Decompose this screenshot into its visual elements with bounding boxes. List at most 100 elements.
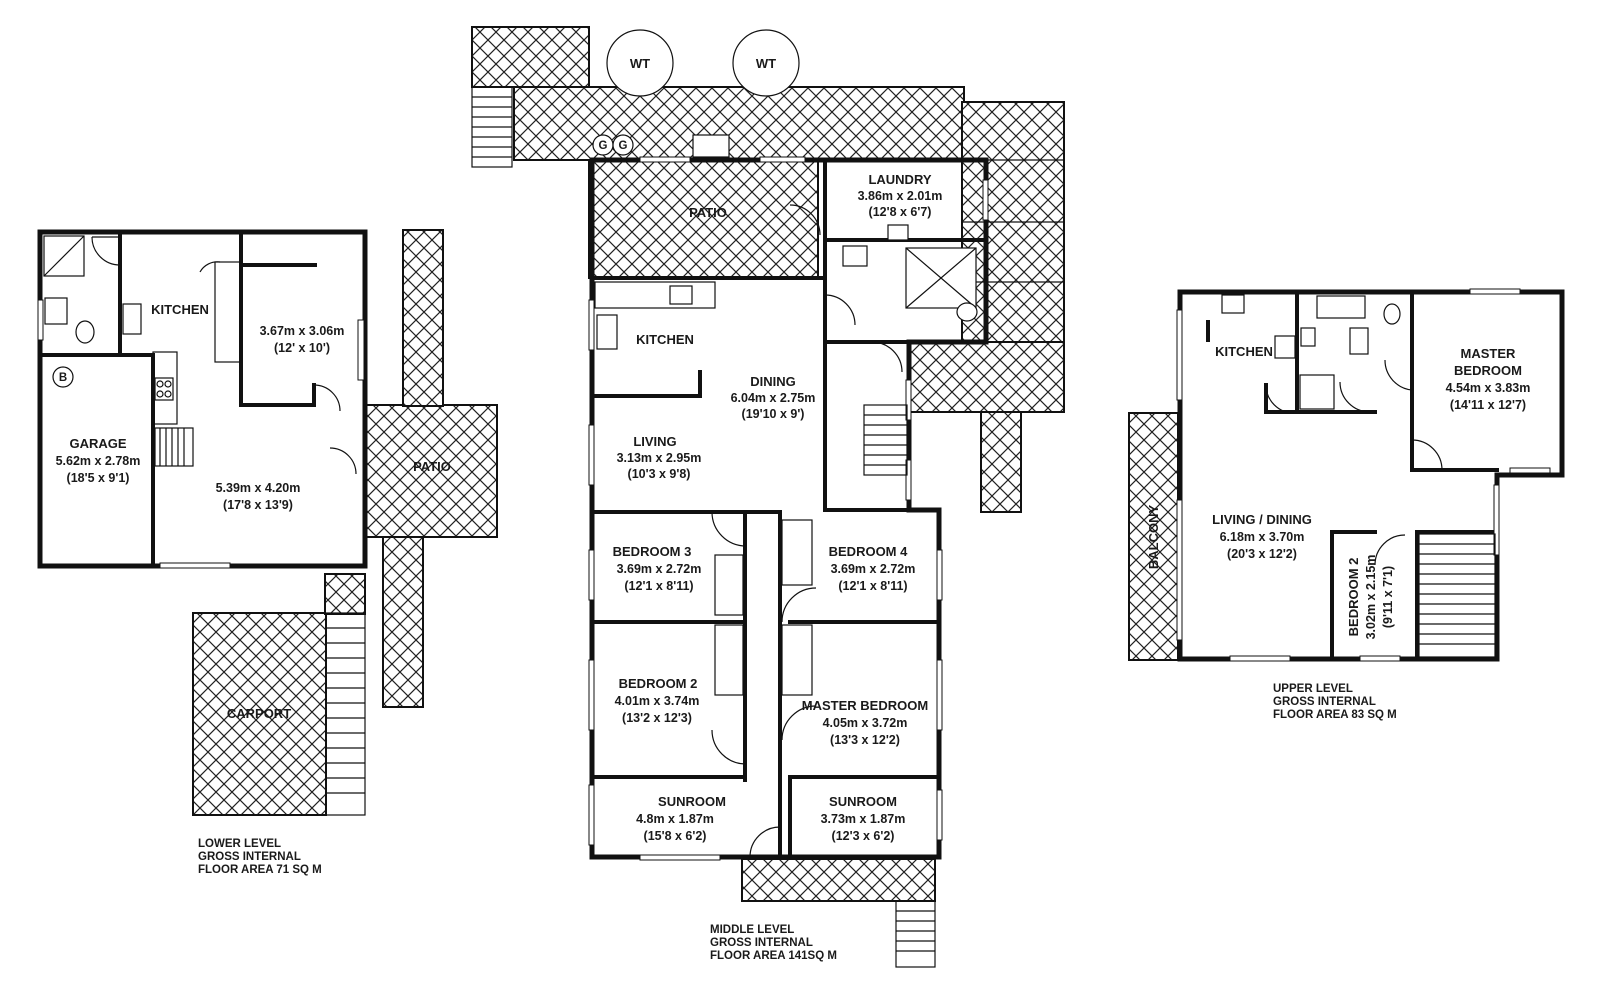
lower-level-labels: KITCHEN 3.67m x 3.06m (12' x 10') GARAGE… (56, 302, 451, 876)
gas-bottle-icon (612, 134, 634, 156)
middle-cooktop (669, 285, 693, 305)
middle-door (711, 729, 747, 765)
room-name: BEDROOM (1454, 363, 1522, 378)
room-name: KITCHEN (1215, 344, 1273, 359)
middle-window (588, 424, 595, 486)
area-note-line: GROSS INTERNAL (710, 937, 813, 949)
area-note-line: GROSS INTERNAL (198, 851, 301, 863)
room-name: LAUNDRY (868, 172, 931, 187)
area-note-line: MIDDLE LEVEL (710, 924, 794, 936)
upper-door (1265, 384, 1295, 414)
room-dimensions: 3.73m x 1.87m (821, 812, 906, 826)
upper-inner-walls (1206, 290, 1499, 661)
room-dimensions: 4.8m x 1.87m (636, 812, 714, 826)
lower-toilet (75, 320, 95, 344)
middle-window (936, 549, 943, 601)
upper-bathtub (1316, 295, 1366, 319)
lower-window (357, 319, 365, 381)
room-name: BALCONY (1146, 505, 1161, 570)
room-dimensions: 4.05m x 3.72m (823, 716, 908, 730)
room-dimensions-imperial: (12'1 x 8'11) (838, 579, 907, 593)
upper-window (1509, 467, 1551, 474)
upper-window (1359, 655, 1401, 662)
room-dimensions-imperial: (9'11 x 7'1) (1381, 566, 1395, 628)
upper-window (1493, 484, 1500, 556)
room-dimensions-imperial: (13'2 x 12'3) (622, 711, 692, 725)
middle-level-labels: WT WT G G PATIO LAUNDRY 3.86m x 2.01m (1… (599, 56, 943, 962)
upper-kitchen-sink (1221, 294, 1245, 314)
room-name: KITCHEN (636, 332, 694, 347)
room-name: DINING (750, 374, 796, 389)
area-note-line: LOWER LEVEL (198, 838, 281, 850)
wardrobe (714, 624, 744, 696)
middle-door (781, 587, 817, 623)
middle-side-deck (908, 341, 1065, 413)
lower-door (313, 384, 341, 412)
middle-inner-walls (590, 158, 988, 859)
room-name: MASTER (1461, 346, 1517, 361)
upper-window (1176, 499, 1183, 641)
room-dimensions: 6.18m x 3.70m (1220, 530, 1305, 544)
middle-door (781, 705, 817, 741)
water-tank-label: WT (756, 56, 776, 71)
room-dimensions: 3.69m x 2.72m (617, 562, 702, 576)
lower-kitchen-sink (122, 303, 142, 335)
lower-walkway-upper (402, 229, 444, 407)
wardrobe (781, 519, 813, 586)
upper-window (1469, 288, 1521, 295)
middle-window (639, 854, 721, 861)
room-name: BEDROOM 3 (613, 544, 692, 559)
middle-window (588, 784, 595, 846)
room-dimensions: 3.13m x 2.95m (617, 451, 702, 465)
water-tank-icon (606, 29, 674, 97)
middle-vanity (842, 245, 868, 267)
middle-door (711, 511, 747, 547)
room-dimensions: 4.01m x 3.74m (615, 694, 700, 708)
room-dimensions-imperial: (10'3 x 9'8) (628, 467, 691, 481)
upper-stairs (1418, 533, 1496, 658)
room-dimensions: 4.54m x 3.83m (1446, 381, 1531, 395)
area-note-line: UPPER LEVEL (1273, 683, 1353, 695)
upper-door (1384, 359, 1413, 391)
middle-level-plan (471, 26, 1065, 968)
room-dimensions: 6.04m x 2.75m (731, 391, 816, 405)
room-dimensions-imperial: (14'11 x 12'7) (1450, 398, 1526, 412)
middle-front-stairs (895, 900, 936, 968)
upper-vanity (1349, 327, 1369, 355)
room-dimensions-imperial: (13'3 x 12'2) (830, 733, 900, 747)
room-dimensions: 5.62m x 2.78m (56, 454, 141, 468)
wardrobe (714, 554, 744, 616)
room-dimensions-imperial: (20'3 x 12'2) (1227, 547, 1297, 561)
middle-door (824, 294, 856, 326)
lower-inner-walls (38, 230, 317, 568)
middle-back-stairs (471, 86, 513, 168)
middle-inner-stairs (863, 404, 908, 476)
room-dimensions-imperial: (18'5 x 9'1) (67, 471, 130, 485)
room-dimensions-imperial: (12'8 x 6'7) (869, 205, 932, 219)
upper-window (1176, 309, 1183, 401)
middle-window (905, 379, 912, 421)
lower-door (199, 261, 221, 273)
middle-door (871, 341, 903, 373)
middle-kitchen-sink (596, 314, 618, 350)
middle-window (588, 299, 595, 351)
room-dimensions-imperial: (12'1 x 8'11) (624, 579, 693, 593)
lower-outer-walls (37, 229, 368, 569)
room-name: BEDROOM 2 (619, 676, 698, 691)
room-name: PATIO (689, 205, 727, 220)
middle-window (936, 659, 943, 731)
gas-bottle-label: G (619, 140, 628, 152)
boiler-marker-label: B (59, 372, 67, 384)
middle-door (789, 204, 821, 236)
middle-window (588, 549, 595, 601)
middle-window (759, 156, 806, 163)
lower-door (329, 447, 357, 475)
area-note-line: GROSS INTERNAL (1273, 696, 1376, 708)
gas-bottle-label: G (599, 140, 608, 152)
room-name: SUNROOM (829, 794, 897, 809)
middle-back-deck-left (471, 26, 590, 88)
lower-door (91, 236, 121, 266)
balcony-deck (1128, 412, 1179, 661)
lower-inner-stairs (154, 427, 194, 467)
lower-vanity (44, 297, 68, 325)
